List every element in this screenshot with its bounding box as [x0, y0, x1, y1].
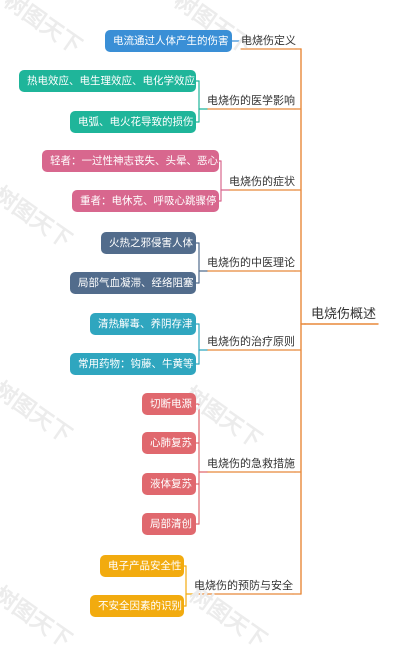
- leaf-topic[interactable]: 电子产品安全性: [100, 555, 184, 577]
- leaf-topic[interactable]: 不安全因素的识别: [90, 595, 184, 617]
- branch-topic-definition[interactable]: 电烧伤定义: [241, 34, 296, 47]
- leaf-topic[interactable]: 清热解毒、养阴存津: [90, 313, 196, 335]
- leaf-topic[interactable]: 热电效应、电生理效应、电化学效应: [19, 70, 196, 92]
- leaf-topic[interactable]: 局部气血凝滞、经络阻塞: [70, 272, 196, 294]
- branch-topic-first-aid[interactable]: 电烧伤的急救措施: [207, 457, 295, 470]
- leaf-topic[interactable]: 切断电源: [142, 393, 196, 415]
- branch-topic-tcm-theory[interactable]: 电烧伤的中医理论: [207, 256, 295, 269]
- leaf-topic[interactable]: 轻者：一过性神志丧失、头晕、恶心: [42, 150, 219, 172]
- leaf-topic[interactable]: 电流通过人体产生的伤害: [105, 30, 232, 52]
- branch-topic-prevention[interactable]: 电烧伤的预防与安全: [194, 579, 293, 592]
- branch-topic-symptoms[interactable]: 电烧伤的症状: [229, 175, 295, 188]
- branch-topic-medical-impact[interactable]: 电烧伤的医学影响: [207, 94, 295, 107]
- leaf-topic[interactable]: 常用药物：钩藤、牛黄等: [70, 353, 196, 375]
- leaf-topic[interactable]: 重者：电休克、呼吸心跳骤停: [72, 190, 219, 212]
- branch-topic-treatment[interactable]: 电烧伤的治疗原则: [207, 335, 295, 348]
- leaf-topic[interactable]: 电弧、电火花导致的损伤: [70, 111, 196, 133]
- leaf-topic[interactable]: 心肺复苏: [142, 432, 196, 454]
- root-topic[interactable]: 电烧伤概述: [311, 307, 377, 322]
- leaf-topic[interactable]: 火热之邪侵害人体: [101, 232, 196, 254]
- leaf-topic[interactable]: 局部清创: [142, 513, 196, 535]
- leaf-topic[interactable]: 液体复苏: [142, 473, 196, 495]
